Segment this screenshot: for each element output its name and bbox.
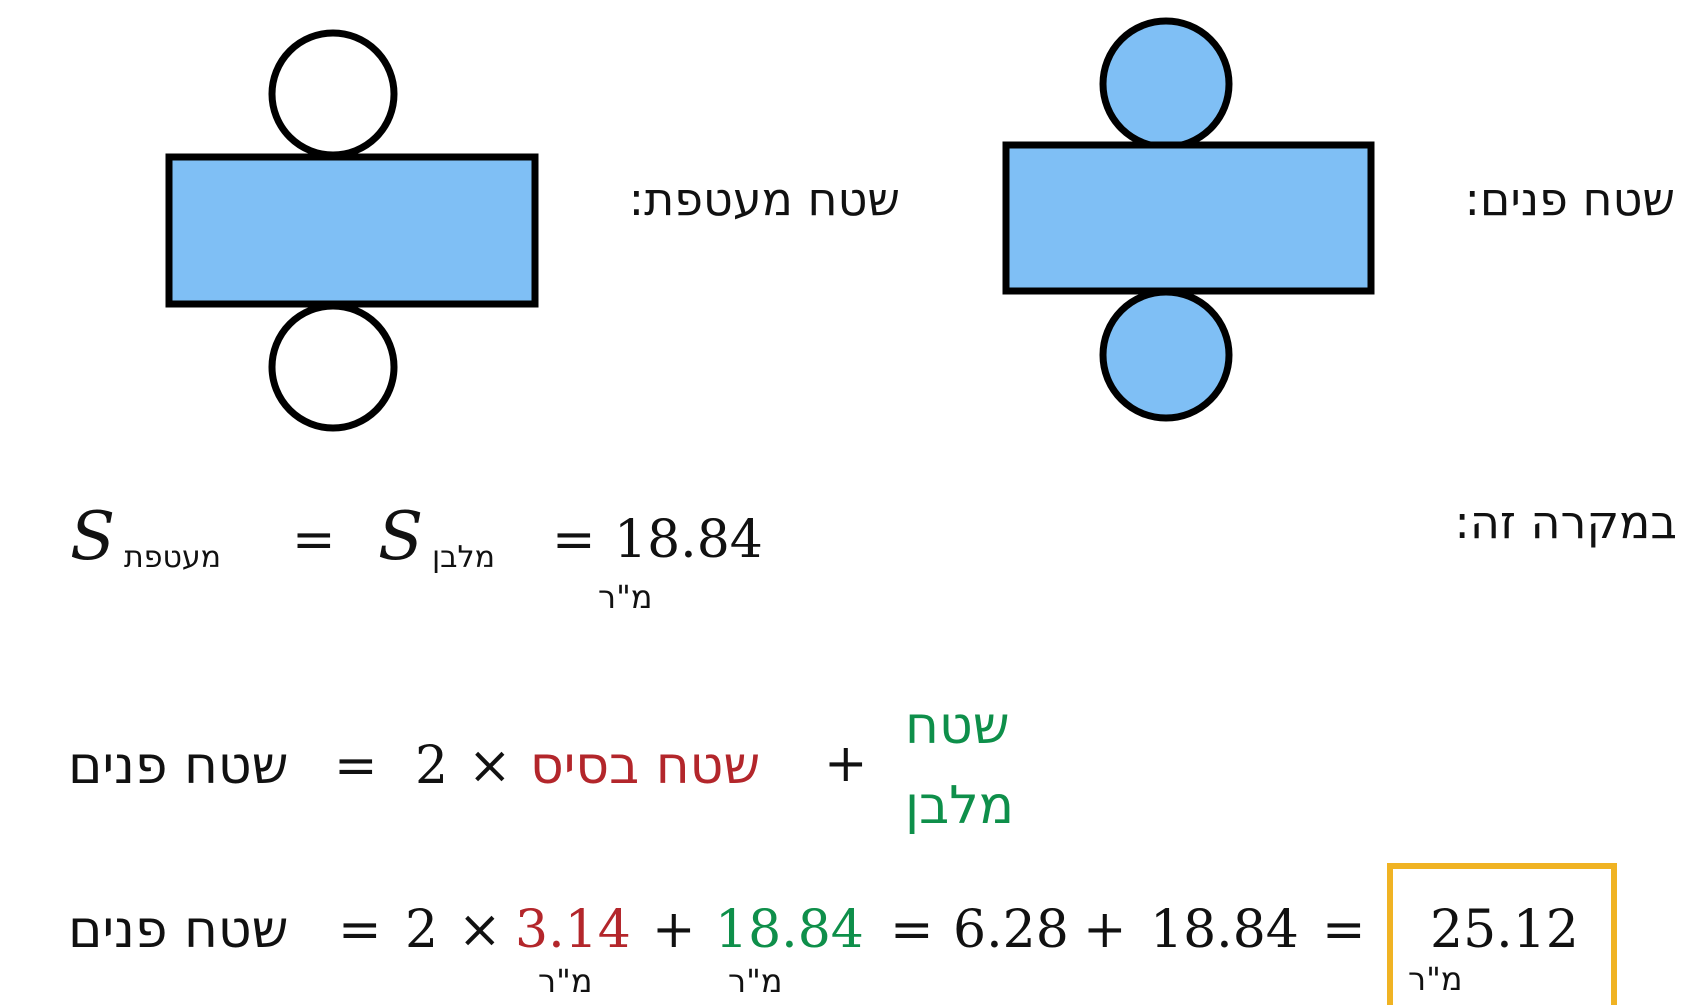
calc-base-value: 3.14 <box>515 900 631 960</box>
calc-answer: 25.12 <box>1430 900 1579 960</box>
answer-box <box>1387 863 1617 1005</box>
calc-base-unit: מ"ר <box>538 962 593 1000</box>
subscript-envelope: מעטפת <box>124 540 222 575</box>
s-symbol-rect: S <box>378 498 424 575</box>
envelope-value: 18.84 <box>614 510 763 570</box>
formula-times: × <box>468 736 512 796</box>
s-symbol-envelope: S <box>70 498 116 575</box>
calc-lhs: שטח פנים <box>68 900 289 960</box>
calc-rect-value-2: 18.84 <box>1150 900 1299 960</box>
inner-area-label: שטח פנים: <box>1464 172 1675 226</box>
formula-rect-line1: שטח <box>905 696 1010 756</box>
envelope-bottom-circle <box>268 302 398 432</box>
formula-two: 2 <box>415 736 449 796</box>
formula-base-area: שטח בסיס <box>530 736 761 796</box>
calc-rect-unit: מ"ר <box>728 962 783 1000</box>
surface-rectangle <box>1002 141 1375 295</box>
subscript-rect: מלבן <box>432 540 495 575</box>
calc-answer-unit: מ"ר <box>1408 960 1463 998</box>
calc-equals-1: = <box>338 900 382 960</box>
surface-net <box>1002 17 1375 422</box>
calc-plus-1: + <box>652 900 696 960</box>
surface-bottom-circle <box>1099 288 1233 422</box>
in-this-case-label: במקרה זה: <box>1454 495 1677 549</box>
outer-area-label: שטח מעטפת: <box>628 172 900 226</box>
calc-plus-2: + <box>1083 900 1127 960</box>
formula-lhs: שטח פנים <box>68 736 289 796</box>
formula-equals: = <box>334 736 378 796</box>
envelope-top-circle <box>268 29 398 159</box>
equals-sign-1: = <box>292 510 336 570</box>
formula-plus: + <box>824 734 868 794</box>
calc-times: × <box>458 900 502 960</box>
envelope-rectangle <box>165 153 539 308</box>
calc-two: 2 <box>405 900 439 960</box>
envelope-unit: מ"ר <box>598 578 653 616</box>
envelope-net <box>165 29 539 432</box>
calc-equals-2: = <box>890 900 934 960</box>
equals-sign-2: = <box>552 510 596 570</box>
surface-top-circle <box>1099 17 1233 151</box>
calc-doubled-base: 6.28 <box>953 900 1069 960</box>
formula-rect-line2: מלבן <box>905 776 1015 836</box>
calc-equals-3: = <box>1322 900 1366 960</box>
calc-rect-value: 18.84 <box>715 900 864 960</box>
